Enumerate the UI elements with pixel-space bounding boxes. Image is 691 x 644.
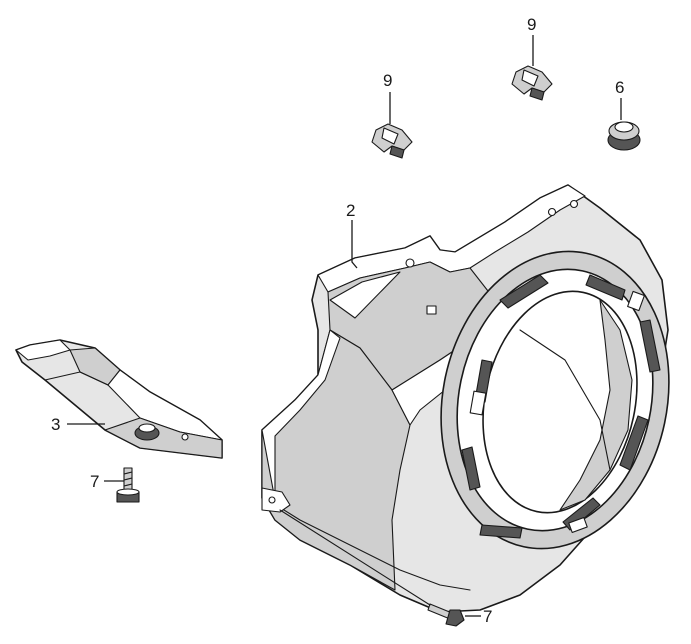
callout-grommet: 6 [615,78,624,97]
callout-bolt-left: 7 [90,472,99,491]
callout-fan-cover: 2 [346,201,355,220]
leader-lines [67,35,622,617]
callout-clip-right: 9 [527,15,536,34]
assembly-line [279,509,431,606]
cover-plate-part [15,339,223,459]
callout-bolt-bottom: 7 [483,607,492,626]
fan-cover-part [261,184,670,613]
callout-cover-plate: 3 [51,415,60,434]
callout-clip-left: 9 [383,71,392,90]
grommet-part [607,121,641,151]
bolt-left-part [116,467,140,503]
clip-left-part [371,123,413,159]
clip-right-part [511,65,553,101]
leader-fan-cover [351,220,358,269]
bolt-bottom-part [427,603,465,627]
